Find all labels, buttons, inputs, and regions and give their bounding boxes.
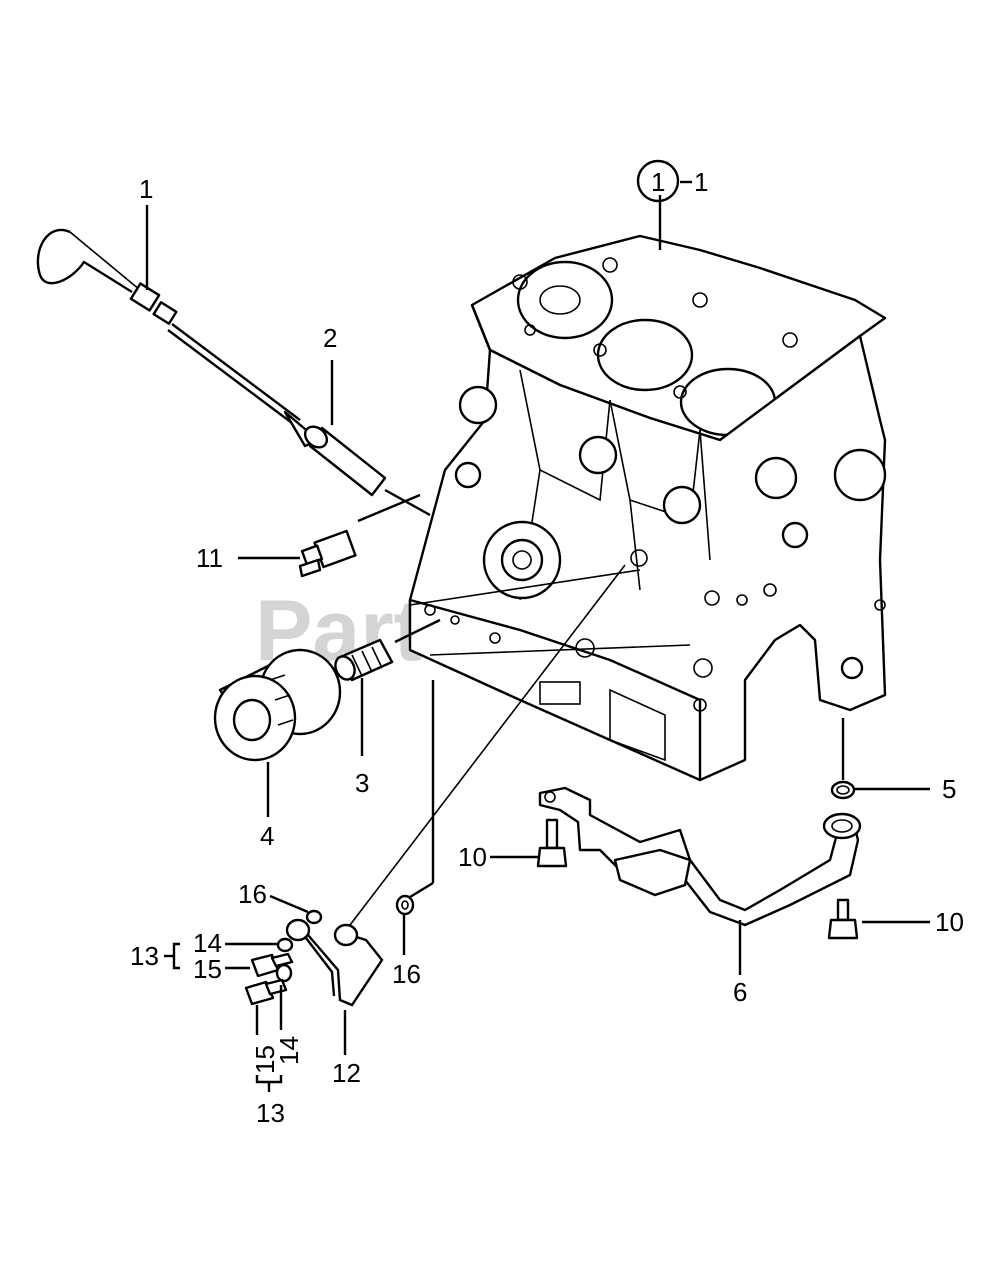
dipstick[interactable] (36, 228, 320, 448)
oil-filter-nipple[interactable] (332, 638, 394, 683)
callout-14-lower: 14 (274, 1036, 304, 1065)
block-callout-circle: 1 (651, 167, 665, 197)
callout-6: 6 (733, 977, 747, 1007)
callout-15-lower: 15 (250, 1045, 280, 1074)
callout-14-upper: 14 (193, 928, 222, 958)
callout-11: 11 (196, 543, 223, 573)
callout-16-lower: 16 (392, 959, 421, 989)
callout-2: 2 (323, 323, 337, 353)
cylinder-block[interactable] (408, 234, 887, 782)
callout-10-left: 10 (458, 842, 487, 872)
gasket-lower[interactable] (395, 894, 415, 916)
leader-lines (145, 159, 930, 1092)
dipstick-guide-tube[interactable] (301, 422, 387, 497)
strainer-bolt-left[interactable] (536, 818, 568, 868)
callout-5: 5 (942, 774, 956, 804)
oil-filter-cartridge[interactable] (213, 648, 342, 762)
oil-pressure-switch[interactable] (298, 529, 357, 578)
callout-1: 1 (139, 174, 153, 204)
callout-13-lower: 13 (256, 1098, 285, 1128)
o-ring[interactable] (830, 780, 856, 800)
callout-labels: 1 2 11 3 4 5 6 10 10 16 16 12 13 14 15 1… (130, 167, 964, 1128)
strainer-bolt-right[interactable] (827, 898, 859, 940)
callout-15-upper: 15 (193, 954, 222, 984)
callout-4: 4 (260, 821, 274, 851)
callout-16-upper: 16 (238, 879, 267, 909)
gasket-upper[interactable] (305, 909, 323, 925)
oil-strainer-pipe[interactable] (538, 786, 862, 927)
callout-3: 3 (355, 768, 369, 798)
callout-12: 12 (332, 1058, 361, 1088)
block-callout-suffix: 1 (694, 167, 708, 197)
oil-pipe[interactable] (285, 918, 384, 1007)
callout-13-upper: 13 (130, 941, 159, 971)
callout-10-right: 10 (935, 907, 964, 937)
